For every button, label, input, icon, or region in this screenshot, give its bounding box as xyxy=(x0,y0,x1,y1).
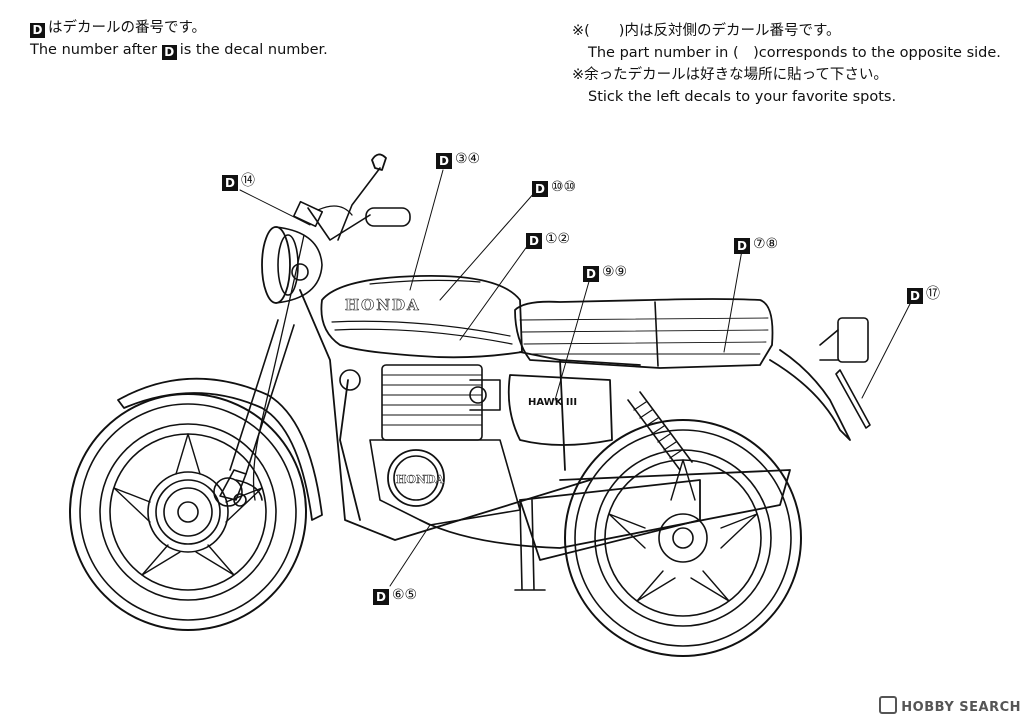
d-symbol: D xyxy=(734,238,750,254)
rear-shock xyxy=(627,391,693,471)
decal-numbers: ⑰ xyxy=(926,286,940,302)
fuel-tank: HONDA xyxy=(320,274,523,359)
decal-notes: ※( )内は反対側のデカール番号です。 The part number in (… xyxy=(572,20,1001,108)
decal-numbers: ⑩⑩ xyxy=(551,179,577,195)
side-cover-logo: HAWK III xyxy=(528,397,577,408)
watermark-text: HOBBY SEARCH xyxy=(901,700,1021,715)
front-fender xyxy=(117,377,323,521)
rear-wheel xyxy=(564,419,802,657)
handlebar xyxy=(252,153,411,501)
seat xyxy=(514,298,774,369)
rear-fender xyxy=(769,317,871,441)
watermark: HOBBY SEARCH xyxy=(879,696,1021,715)
hobby-search-logo-icon xyxy=(879,696,898,714)
d-symbol: D xyxy=(583,266,599,282)
note-en-2: Stick the left decals to your favorite s… xyxy=(588,89,897,105)
legend-en-suffix: is the decal number. xyxy=(179,42,328,58)
decal-numbers: ⑭ xyxy=(241,173,255,189)
decal-numbers: ⑦⑧ xyxy=(753,236,779,252)
leader-lines xyxy=(239,169,913,587)
decal-numbers: ③④ xyxy=(455,151,481,167)
note-jp-2: ※余ったデカールは好きな場所に貼って下さい。 xyxy=(572,67,888,83)
legend-jp-text: はデカールの番号です。 xyxy=(48,20,207,36)
d-symbol: D xyxy=(436,153,452,169)
d-symbol: D xyxy=(532,181,548,197)
side-cover: HAWK III xyxy=(507,374,613,446)
swingarm-exhaust xyxy=(419,469,791,591)
d-symbol: D xyxy=(161,45,177,60)
note-en-1: The part number in ( )corresponds to the… xyxy=(588,45,1001,61)
front-wheel xyxy=(69,393,307,631)
front-fork xyxy=(213,319,295,507)
d-symbol: D xyxy=(907,288,923,304)
decal-numbers: ⑨⑨ xyxy=(602,264,628,280)
d-symbol: D xyxy=(526,233,542,249)
d-symbol: D xyxy=(373,589,389,605)
engine: HONDA xyxy=(339,364,521,526)
note-jp-1: ※( )内は反対側のデカール番号です。 xyxy=(572,23,841,39)
tank-logo: HONDA xyxy=(345,296,421,314)
d-symbol: D xyxy=(222,175,238,191)
d-symbol: D xyxy=(30,23,45,38)
decal-numbers: ⑥⑤ xyxy=(392,587,418,603)
legend-en-prefix: The number after xyxy=(30,42,158,58)
engine-logo: HONDA xyxy=(396,473,445,486)
decal-numbers: ①② xyxy=(545,231,571,247)
